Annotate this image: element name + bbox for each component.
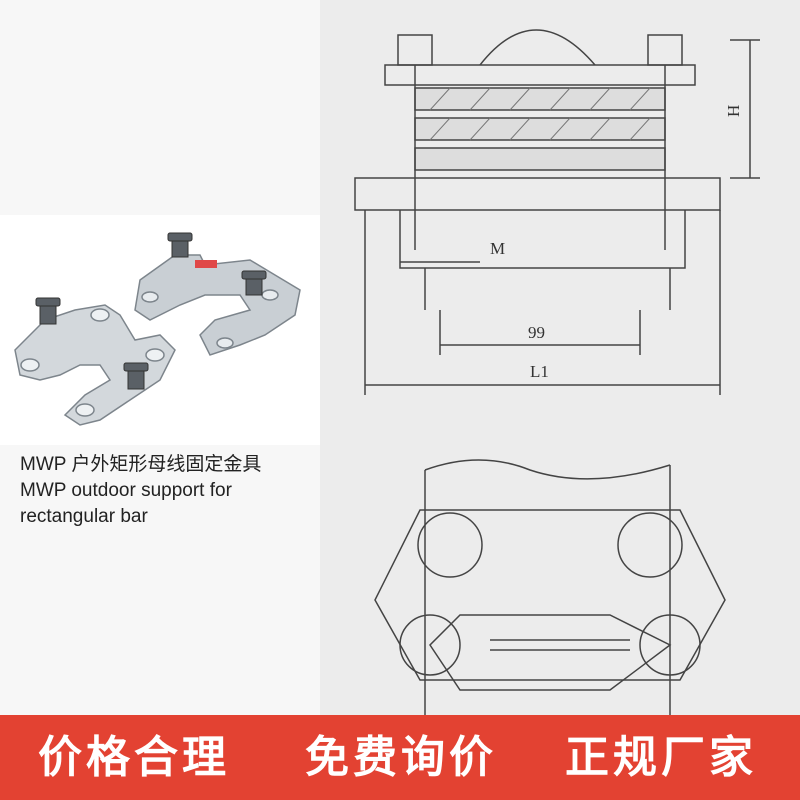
plan-view bbox=[374, 459, 726, 715]
top-dome bbox=[479, 29, 596, 66]
caption-line-en-1: MWP outdoor support for bbox=[20, 480, 232, 501]
technical-drawing: H M 99 L1 bbox=[354, 29, 760, 715]
bolt-front-1 bbox=[35, 297, 61, 325]
bolt-front-2 bbox=[123, 362, 149, 390]
label-m: M bbox=[490, 239, 505, 258]
product-caption: MWP 户外矩形母线固定金具 MWP outdoor support for r… bbox=[20, 452, 310, 530]
label-h: H bbox=[724, 105, 743, 117]
lower-body bbox=[399, 210, 686, 269]
top-plate bbox=[384, 64, 696, 86]
banner-phrase-inquiry: 免费询价 bbox=[305, 733, 497, 782]
label-l1: L1 bbox=[530, 362, 549, 381]
banner-phrase-factory: 正规厂家 bbox=[565, 733, 757, 782]
bolt-back-2 bbox=[241, 270, 267, 296]
caption-line-en-2: rectangular bar bbox=[20, 506, 148, 527]
base-plate bbox=[354, 177, 721, 211]
clamp-front bbox=[14, 304, 176, 426]
bolt-left bbox=[397, 34, 433, 66]
bolt-right bbox=[647, 34, 683, 66]
label-99: 99 bbox=[528, 323, 545, 342]
promo-banner: 价格合理 免费询价 正规厂家 bbox=[0, 715, 800, 800]
caption-line-cn: MWP 户外矩形母线固定金具 bbox=[20, 454, 262, 475]
product-photo bbox=[0, 215, 320, 445]
banner-phrase-price: 价格合理 bbox=[38, 733, 230, 782]
bolt-back-1 bbox=[167, 232, 193, 258]
